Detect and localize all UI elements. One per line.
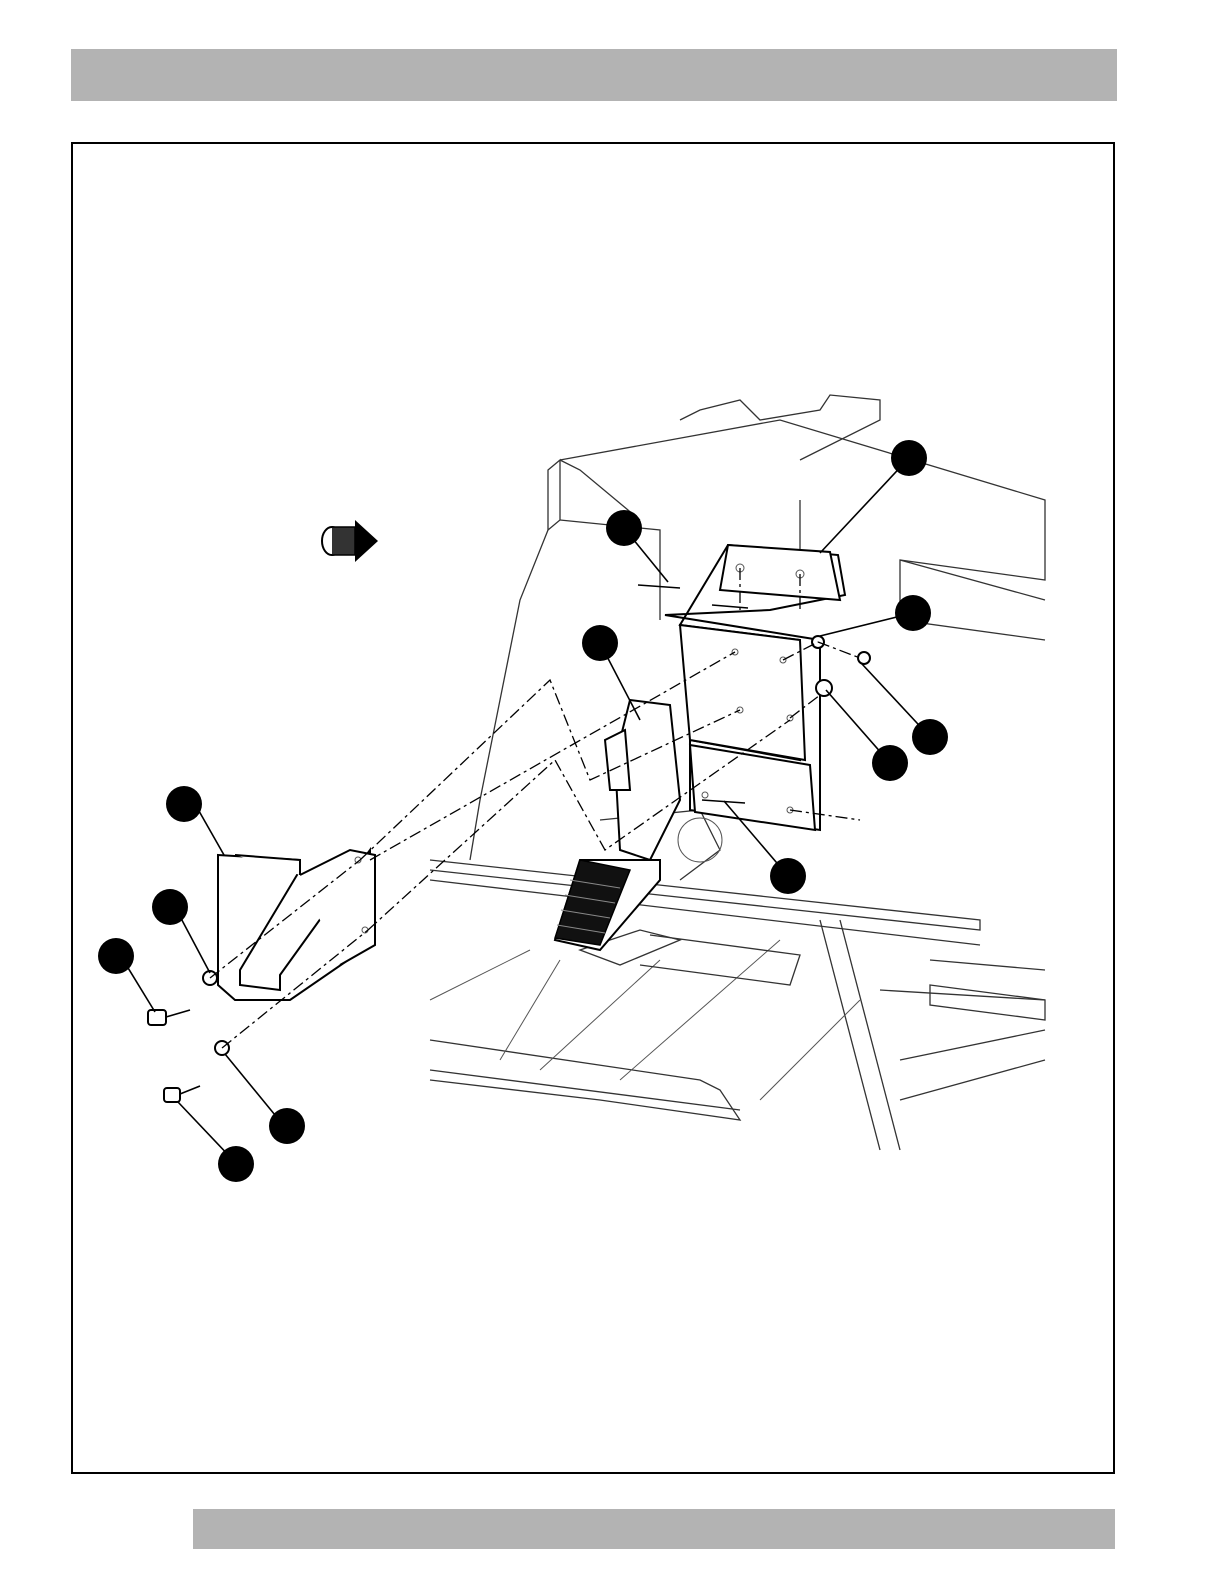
callout-7 bbox=[770, 858, 806, 894]
pedal-cover bbox=[218, 850, 375, 1000]
callout-9 bbox=[152, 889, 188, 925]
callout-4 bbox=[582, 625, 618, 661]
callout-12 bbox=[218, 1146, 254, 1182]
callout-2 bbox=[606, 510, 642, 546]
accelerator-pedal bbox=[555, 700, 680, 950]
callout-10 bbox=[98, 938, 134, 974]
callout-3 bbox=[895, 595, 931, 631]
front-direction-arrow-icon bbox=[322, 520, 378, 562]
callout-1 bbox=[891, 440, 927, 476]
callout-11 bbox=[269, 1108, 305, 1144]
callout-8 bbox=[166, 786, 202, 822]
callout-5 bbox=[912, 719, 948, 755]
callout-6 bbox=[872, 745, 908, 781]
